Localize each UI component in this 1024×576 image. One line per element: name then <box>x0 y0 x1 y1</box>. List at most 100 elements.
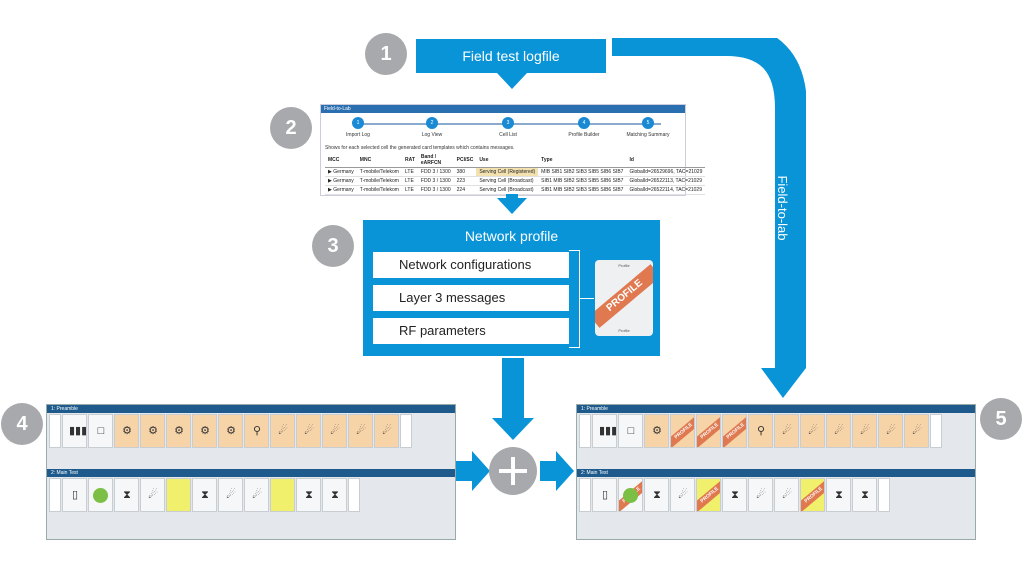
col-header: MNC <box>356 153 402 168</box>
sequence-tile[interactable] <box>270 478 295 512</box>
rf-parameters-item: RF parameters <box>373 318 569 344</box>
sequence-tile[interactable]: ☄ <box>270 414 295 448</box>
sequence-tile[interactable]: ☄ <box>670 478 695 512</box>
sequence-tile[interactable]: ⚙ <box>192 414 217 448</box>
sequence-tile[interactable]: ⧗ <box>322 478 347 512</box>
col-header: Use <box>476 153 539 168</box>
sequence-tile[interactable]: ⧗ <box>852 478 877 512</box>
sequence-tile[interactable]: ⧗ <box>644 478 669 512</box>
sequence-tile[interactable]: ▮▮▮ <box>62 414 87 448</box>
sequence-tile[interactable]: ☄ <box>878 414 903 448</box>
sequence-tile[interactable]: ☄ <box>852 414 877 448</box>
sequence-tile[interactable]: ▮▮▮ <box>592 414 617 448</box>
sequence-tile[interactable]: ☄ <box>748 478 773 512</box>
arrow-down-3 <box>492 358 534 440</box>
sequence-tile[interactable]: ⧗ <box>114 478 139 512</box>
sequence-tile[interactable]: ☄ <box>218 478 243 512</box>
sequence-tile[interactable]: PROFILE <box>618 478 643 512</box>
sequence-tile[interactable]: PROFILE <box>696 478 721 512</box>
sequence-tile[interactable]: ▯ <box>62 478 87 512</box>
main-test-bar: 2: Main Test <box>577 469 975 477</box>
preamble-row: ▮▮▮ □ ⚙ ⚙ ⚙ ⚙ ⚙ ⚲ ☄ ☄ ☄ ☄ ☄ <box>47 413 455 449</box>
preamble-bar: 1: Preamble <box>577 405 975 413</box>
sequence-tile[interactable]: ⧗ <box>826 478 851 512</box>
main-test-row: ▯ ⧗ ☄ ⧗ ☄ ☄ ⧗ ⧗ <box>47 477 455 513</box>
combine-plus-icon <box>489 447 537 495</box>
step-1-badge: 1 <box>365 33 407 75</box>
network-profile-title: Network profile <box>464 228 559 244</box>
col-header: Type <box>538 153 627 168</box>
sequence-tile[interactable]: PROFILE <box>670 414 695 448</box>
preamble-row: ▮▮▮ □ ⚙ PROFILE PROFILE PROFILE ⚲ ☄ ☄ ☄ … <box>577 413 975 449</box>
col-header: Id <box>626 153 706 168</box>
col-header: Band / eARFCN <box>417 153 454 168</box>
profile-card: Profile PROFILE Profile <box>595 260 653 336</box>
field-to-lab-label: Field-to-lab <box>775 175 790 241</box>
sequence-tile[interactable] <box>88 478 113 512</box>
sequence-tile[interactable]: ☄ <box>296 414 321 448</box>
arrow-down-1 <box>497 73 527 89</box>
layer3-messages-item: Layer 3 messages <box>373 285 569 311</box>
sequence-tile[interactable]: ⚙ <box>166 414 191 448</box>
profiled-sequence-panel: 1: Preamble ▮▮▮ □ ⚙ PROFILE PROFILE PROF… <box>576 404 976 540</box>
sequence-tile[interactable]: PROFILE <box>800 478 825 512</box>
sequence-tile[interactable]: ⚙ <box>644 414 669 448</box>
sequence-tile[interactable]: ☄ <box>322 414 347 448</box>
sequence-tile[interactable]: ☄ <box>774 414 799 448</box>
sequence-tile[interactable]: ☄ <box>140 478 165 512</box>
col-header: MCC <box>325 153 357 168</box>
sequence-tile[interactable]: ⚲ <box>244 414 269 448</box>
sequence-tile[interactable]: ▯ <box>592 478 617 512</box>
step-3-badge: 3 <box>312 225 354 267</box>
sequence-tile[interactable]: ⧗ <box>296 478 321 512</box>
sequence-tile[interactable]: PROFILE <box>722 414 747 448</box>
main-test-row: ▯ PROFILE ⧗ ☄ PROFILE ⧗ ☄ ☄ PROFILE ⧗ ⧗ <box>577 477 975 513</box>
sequence-tile[interactable]: ☄ <box>244 478 269 512</box>
sequence-tile[interactable]: ⧗ <box>192 478 217 512</box>
sequence-tile[interactable]: ☄ <box>826 414 851 448</box>
wizard-header: Field-to-Lab <box>321 105 685 113</box>
col-header: RAT <box>401 153 418 168</box>
sequence-tile[interactable]: ☄ <box>800 414 825 448</box>
sequence-tile[interactable]: ⚲ <box>748 414 773 448</box>
field-to-lab-arrow <box>612 38 806 398</box>
preamble-bar: 1: Preamble <box>47 405 455 413</box>
step-2-badge: 2 <box>270 107 312 149</box>
sequence-tile[interactable]: ☄ <box>374 414 399 448</box>
field-test-logfile-bar: Field test logfile <box>416 39 606 73</box>
sequence-tile[interactable]: ⚙ <box>218 414 243 448</box>
sequence-tile[interactable]: PROFILE <box>696 414 721 448</box>
sequence-tile[interactable]: ☄ <box>904 414 929 448</box>
step-4-badge: 4 <box>1 403 43 445</box>
sequence-tile[interactable]: ⧗ <box>722 478 747 512</box>
cell-table: MCC MNC RAT Band / eARFCN PCI/SC Use Typ… <box>325 153 706 195</box>
wizard-instruction: Shows for each selected cell the generat… <box>325 145 515 151</box>
profile-card-label: PROFILE <box>595 264 653 328</box>
sequence-tile[interactable]: ☄ <box>348 414 373 448</box>
arrow-down-2 <box>497 198 527 214</box>
network-configurations-item: Network configurations <box>373 252 569 278</box>
original-sequence-panel: 1: Preamble ▮▮▮ □ ⚙ ⚙ ⚙ ⚙ ⚙ ⚲ ☄ ☄ ☄ ☄ ☄ … <box>46 404 456 540</box>
arrow-right-2 <box>540 451 574 491</box>
sequence-tile[interactable]: ⚙ <box>114 414 139 448</box>
arrow-right-1 <box>456 451 490 491</box>
sequence-tile[interactable] <box>166 478 191 512</box>
col-header: PCI/SC <box>453 153 477 168</box>
main-test-bar: 2: Main Test <box>47 469 455 477</box>
sequence-tile[interactable]: □ <box>618 414 643 448</box>
sequence-tile[interactable]: □ <box>88 414 113 448</box>
step-5-badge: 5 <box>980 398 1022 440</box>
network-profile-box: Network profile Network configurations L… <box>363 220 660 356</box>
sequence-tile[interactable]: ⚙ <box>140 414 165 448</box>
sequence-tile[interactable]: ☄ <box>774 478 799 512</box>
